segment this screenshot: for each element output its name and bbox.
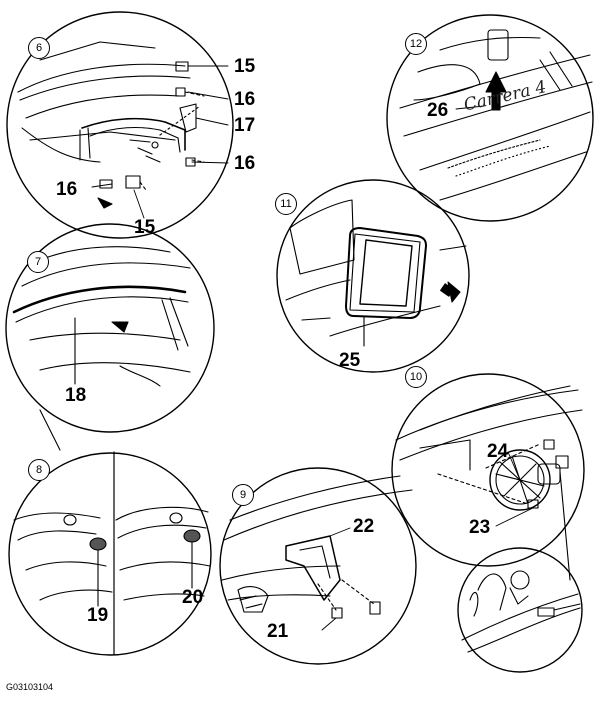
- callout-23: 23: [469, 517, 491, 538]
- callout-16-lower: 16: [234, 153, 256, 174]
- callout-22: 22: [353, 516, 375, 537]
- callout-16-upper: 16: [234, 89, 256, 110]
- step-10-marker: 10: [405, 366, 427, 388]
- step-7-marker: 7: [27, 251, 49, 273]
- callout-25: 25: [339, 350, 361, 371]
- leader-lines: [91, 65, 534, 631]
- detail-8-illustration: [8, 451, 212, 656]
- callout-16-left: 16: [56, 179, 78, 200]
- callout-15-bottom: 15: [134, 217, 156, 238]
- callout-26: 26: [427, 100, 449, 121]
- detail-11-illustration: [276, 179, 470, 373]
- callout-24: 24: [487, 441, 509, 462]
- detail-7-illustration: [5, 223, 215, 451]
- callout-20: 20: [182, 587, 204, 608]
- figure-code: G03103104: [6, 682, 54, 692]
- callout-19: 19: [87, 605, 109, 626]
- step-6-marker: 6: [28, 37, 50, 59]
- detail-12-illustration: [386, 14, 594, 222]
- detail-10-illustration: [391, 373, 585, 581]
- detail-10-inset-illustration: [457, 547, 583, 673]
- step-12-marker: 12: [405, 33, 427, 55]
- callout-17: 17: [234, 115, 256, 136]
- step-11-marker: 11: [275, 193, 297, 215]
- callout-21: 21: [267, 621, 289, 642]
- detail-6-illustration: [6, 11, 234, 239]
- step-9-marker: 9: [232, 484, 254, 506]
- callout-18: 18: [65, 385, 87, 406]
- callout-15-top: 15: [234, 56, 256, 77]
- step-8-marker: 8: [28, 459, 50, 481]
